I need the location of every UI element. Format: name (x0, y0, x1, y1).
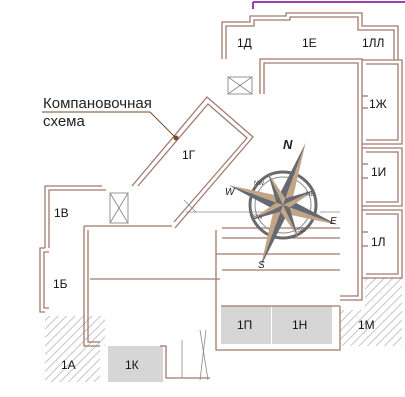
compass-east: E (330, 216, 337, 227)
callout-line-2: схема (43, 113, 85, 130)
door-marks (362, 95, 368, 247)
unit-label-1a: 1А (61, 358, 76, 372)
unit-label-1l: 1Л (371, 235, 386, 249)
accent-bar (252, 1, 405, 9)
unit-label-1n: 1Н (292, 318, 307, 332)
hatched-areas (45, 278, 402, 382)
unit-label-1k: 1К (125, 358, 139, 372)
schema-callout: Компановочная схема (42, 95, 179, 141)
unit-labels: 1Д 1Е 1ЛЛ 1Ж 1И 1Л 1М 1Н 1П 1К 1А 1Б 1В … (53, 36, 387, 372)
building-walls (39, 12, 403, 379)
unit-label-1ll: 1ЛЛ (362, 36, 384, 50)
compass-se: SE (297, 228, 305, 234)
compass-south: S (258, 260, 265, 271)
unit-label-1zh: 1Ж (369, 97, 387, 111)
compass-west: W (225, 187, 236, 198)
compass-sw: SW (253, 215, 263, 221)
unit-label-1e: 1Е (302, 36, 317, 50)
unit-label-1i: 1И (371, 165, 386, 179)
unit-label-1v: 1В (54, 206, 69, 220)
unit-label-1b: 1Б (53, 277, 68, 291)
compass-ne: NE (306, 192, 314, 198)
unit-label-1p: 1П (237, 318, 252, 332)
stair-symbol (109, 76, 253, 224)
shaded-units (108, 306, 332, 382)
unit-label-1m: 1М (358, 318, 375, 332)
compass-rose: N S E W NW NE SE SW (225, 137, 338, 271)
unit-label-1g: 1Г (182, 148, 196, 162)
interior-lines (181, 199, 340, 381)
callout-dot (173, 135, 179, 141)
compass-north: N (283, 137, 293, 152)
unit-label-1d: 1Д (237, 36, 252, 50)
callout-line-1: Компановочная (43, 95, 152, 112)
compass-nw: NW (254, 181, 264, 187)
